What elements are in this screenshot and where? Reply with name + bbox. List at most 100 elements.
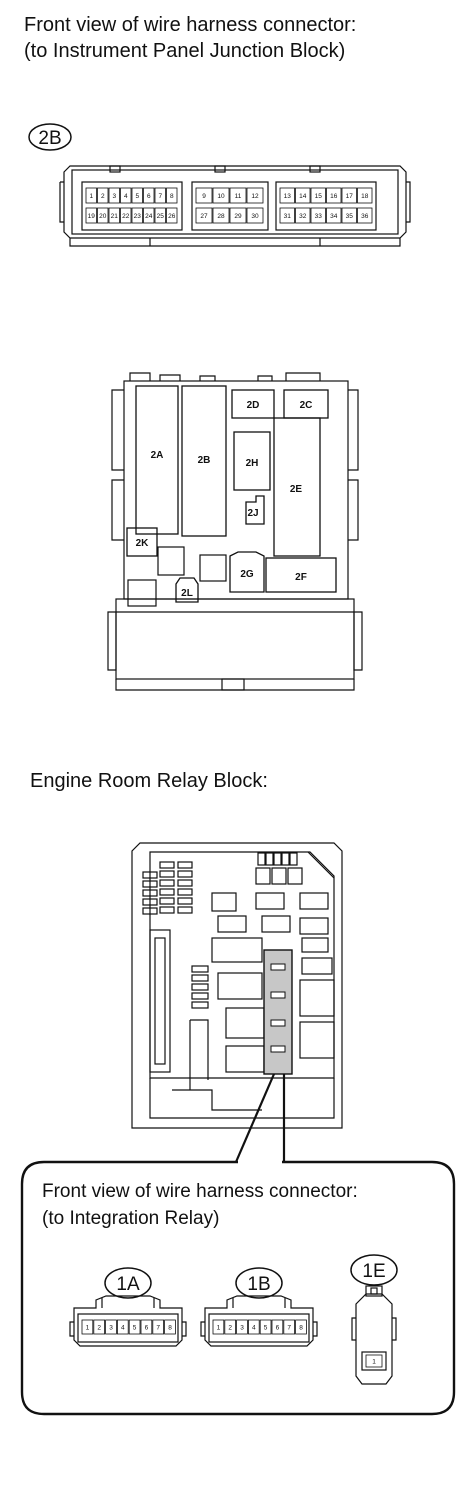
pin-cell: 31 [279,207,295,224]
ip-connector-caption-line1: Front view of wire harness connector: [24,14,357,36]
svg-text:36: 36 [361,213,369,220]
svg-text:6: 6 [147,193,151,200]
pin-cell: 34 [326,207,342,224]
pin-cell: 13 [279,187,295,204]
svg-text:21: 21 [111,213,119,220]
pin-cell: 8 [166,187,178,204]
block-2e-label: 2E [290,484,303,495]
pin-cell: 19 [85,207,97,224]
ip-connector-caption-line2: (to Instrument Panel Junction Block) [24,40,346,62]
pin-cell: 6 [143,187,155,204]
block-2h-label: 2H [246,458,259,469]
svg-text:2: 2 [101,193,105,200]
svg-text:5: 5 [135,193,139,200]
svg-text:32: 32 [299,213,307,220]
svg-text:3: 3 [240,1324,244,1331]
svg-text:22: 22 [122,213,130,220]
svg-text:2: 2 [97,1324,101,1331]
svg-text:24: 24 [145,213,153,220]
svg-text:26: 26 [168,213,176,220]
pin-cell: 23 [131,207,143,224]
connector-2b-label-text: 2B [38,128,61,149]
pin-cell: 8 [295,1319,307,1335]
pin-cell: 5 [259,1319,272,1335]
svg-text:11: 11 [235,193,242,200]
svg-text:4: 4 [252,1324,256,1331]
pin-cell: 35 [341,207,357,224]
svg-text:25: 25 [157,213,165,220]
relay-connector-caption-line1: Front view of wire harness connector: [42,1181,358,1202]
relay-connector-labels: 1A 1B 1E [104,1254,398,1299]
svg-text:6: 6 [276,1324,280,1331]
block-2a-label: 2A [151,450,164,461]
integration-relay [263,949,293,1075]
block-2l [175,577,199,603]
block-2e [273,417,321,557]
pin-cell: 24 [143,207,155,224]
pin-cell: 3 [108,187,120,204]
pin-cell: 12 [246,187,264,204]
svg-text:5: 5 [264,1324,268,1331]
pin-cell: 27 [195,207,213,224]
svg-text:3: 3 [109,1324,113,1331]
pin-cell: 1 [85,187,97,204]
pin-cell: 29 [229,207,247,224]
block-2f [265,557,337,593]
svg-text:34: 34 [330,213,338,220]
pin-cell: 2 [224,1319,237,1335]
pin-cell: 4 [117,1319,129,1335]
svg-text:8: 8 [299,1324,303,1331]
pin-cell: 6 [140,1319,153,1335]
pin-cell: 6 [271,1319,284,1335]
block-2l-label: 2L [181,588,193,599]
pin-cell: 2 [97,187,109,204]
connector-1a [69,1295,187,1347]
pin-cell: 26 [166,207,178,224]
svg-text:18: 18 [361,193,369,200]
pin-cell: 17 [341,187,357,204]
svg-text:4: 4 [124,193,128,200]
svg-text:1: 1 [217,1324,221,1331]
pin-cell: 4 [247,1319,260,1335]
connector-1b [200,1295,318,1347]
svg-text:2: 2 [228,1324,232,1331]
block-2f-label: 2F [295,572,307,583]
ip-connector-caption: Front view of wire harness connector: (t… [24,12,356,64]
block-2g [229,551,265,593]
pin-cell: 7 [283,1319,295,1335]
svg-text:13: 13 [284,193,292,200]
block-2h [233,431,271,491]
pin-cell: 18 [357,187,373,204]
svg-text:20: 20 [99,213,107,220]
pin-cell: 14 [295,187,311,204]
svg-text:16: 16 [330,193,338,200]
svg-text:33: 33 [315,213,323,220]
block-2j [245,495,265,525]
pin-cell: 20 [97,207,109,224]
relay-connector-caption: Front view of wire harness connector: (t… [42,1178,358,1232]
block-2d-label: 2D [247,400,260,411]
svg-text:8: 8 [168,1324,172,1331]
svg-text:4: 4 [121,1324,125,1331]
engine-room-relay-block [131,842,343,1129]
pin-cell: 10 [212,187,230,204]
svg-text:8: 8 [170,193,174,200]
svg-text:1: 1 [372,1358,376,1365]
pin-cell: 33 [310,207,326,224]
connector-2b [59,165,411,247]
connector-2b-pins: 1192203214225236247258269271028112912301… [85,187,373,224]
junction-block-slots [126,385,337,603]
pin-cell: 21 [108,207,120,224]
block-2k [126,527,158,557]
svg-text:10: 10 [217,193,225,200]
svg-text:35: 35 [346,213,354,220]
relay-connector-caption-line2: (to Integration Relay) [42,1208,220,1229]
callout-leader [234,1073,286,1163]
junction-block-labels: 2A 2B 2C 2D 2E 2F 2G 2H 2J 2K 2L [136,400,313,599]
svg-text:19: 19 [88,213,96,220]
junction-block-housing [107,372,363,691]
block-2g-label: 2G [240,569,254,580]
block-2c-label: 2C [300,400,313,411]
